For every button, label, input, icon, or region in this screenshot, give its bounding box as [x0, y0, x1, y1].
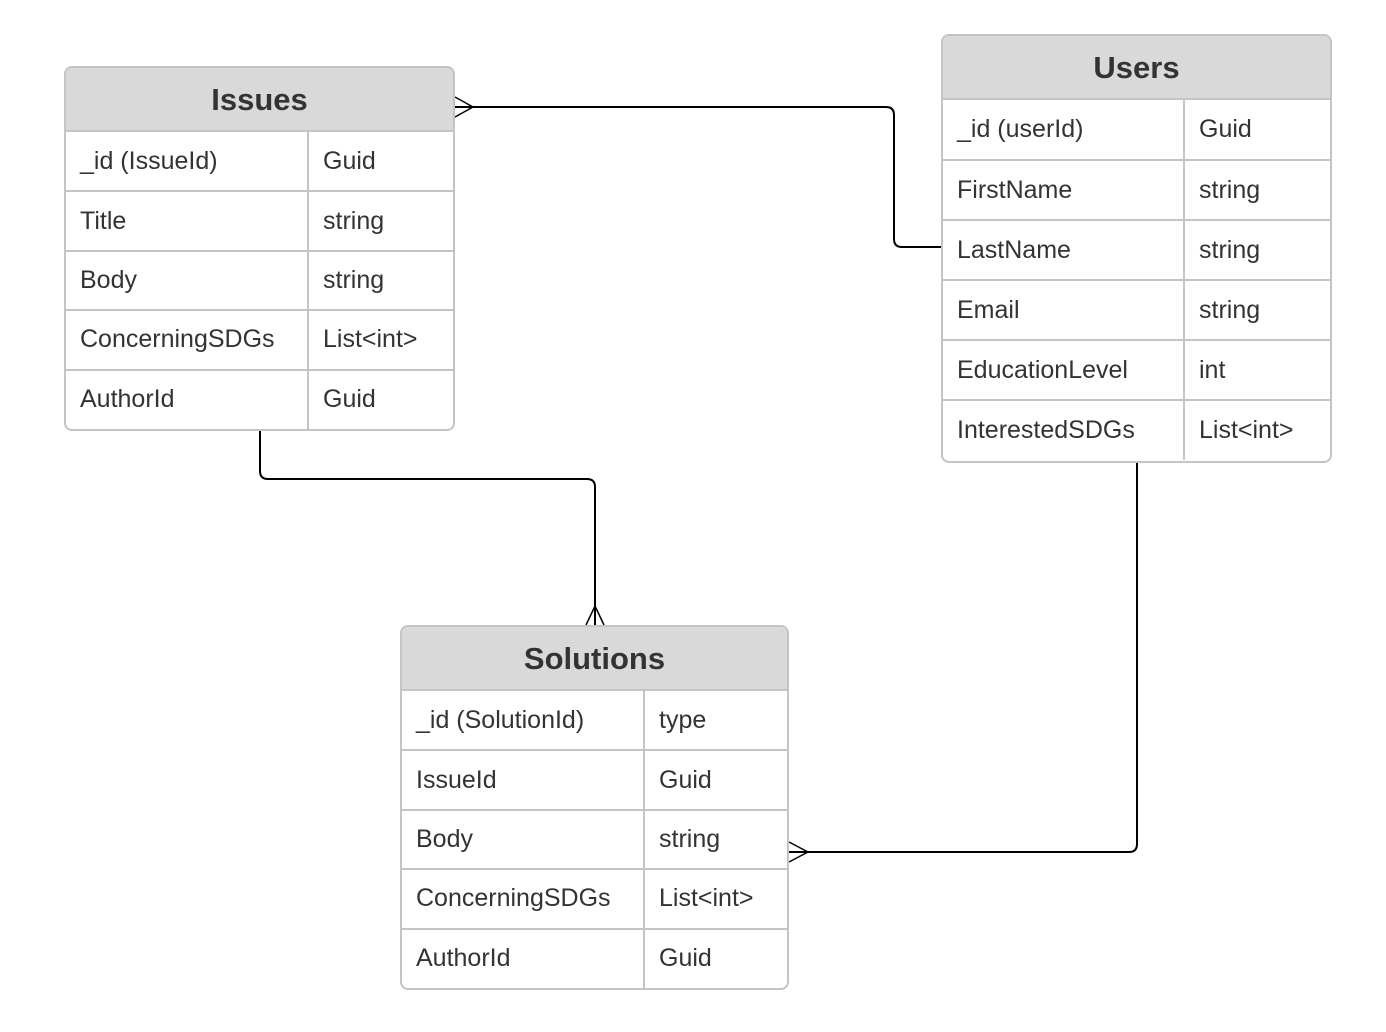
field-row[interactable]: Body string: [402, 809, 787, 871]
field-type: Guid: [323, 385, 376, 414]
field-name: IssueId: [402, 750, 645, 811]
field-name: EducationLevel: [943, 340, 1185, 401]
field-name: ConcerningSDGs: [66, 310, 309, 371]
field-name: Title: [66, 191, 309, 252]
entity-title: Solutions: [402, 627, 787, 691]
field-name: LastName: [943, 220, 1185, 281]
field-type: string: [1184, 220, 1330, 281]
entity-solutions[interactable]: Solutions _id (SolutionId) type IssueId …: [400, 625, 789, 990]
field-type: List<int>: [1199, 416, 1294, 444]
connector-users-solutions: [789, 463, 1138, 853]
field-row[interactable]: Email string: [943, 280, 1330, 341]
field-type: string: [644, 809, 787, 871]
crowfoot-issues-many: [454, 96, 475, 118]
field-row[interactable]: InterestedSDGs List<int>: [943, 400, 1330, 460]
crowfoot-solutions-many-top: [585, 604, 605, 626]
field-name: InterestedSDGs: [943, 400, 1185, 460]
field-name: FirstName: [943, 160, 1185, 221]
field-table: _id (SolutionId) type IssueId Guid Body …: [402, 691, 787, 988]
field-name: Email: [943, 280, 1185, 341]
field-row[interactable]: FirstName string: [943, 160, 1330, 221]
field-row[interactable]: Title string: [66, 191, 453, 252]
field-type: Guid: [308, 132, 453, 193]
field-name: _id (IssueId): [66, 132, 309, 193]
field-type: string: [1184, 280, 1330, 341]
entity-issues[interactable]: Issues _id (IssueId) Guid Title string B…: [64, 66, 455, 431]
entity-title: Issues: [66, 68, 453, 132]
field-name: _id (userId): [943, 100, 1185, 161]
field-row[interactable]: ConcerningSDGs List<int>: [402, 869, 787, 930]
field-row[interactable]: _id (IssueId) Guid: [66, 132, 453, 193]
field-row[interactable]: IssueId Guid: [402, 750, 787, 811]
field-row[interactable]: Body string: [66, 250, 453, 312]
field-type: string: [308, 250, 453, 312]
field-name: Body: [66, 250, 309, 312]
field-name: _id (SolutionId): [402, 691, 645, 752]
field-type: string: [308, 191, 453, 252]
field-name: AuthorId: [402, 928, 645, 988]
field-type: type: [644, 691, 787, 752]
field-row[interactable]: _id (userId) Guid: [943, 100, 1330, 161]
field-row[interactable]: AuthorId Guid: [66, 369, 453, 429]
field-type: Guid: [644, 750, 787, 811]
field-name: ConcerningSDGs: [402, 869, 645, 930]
field-type: List<int>: [644, 869, 787, 930]
field-type: string: [1184, 160, 1330, 221]
field-table: _id (IssueId) Guid Title string Body str…: [66, 132, 453, 429]
field-row[interactable]: EducationLevel int: [943, 340, 1330, 401]
field-name: Body: [402, 809, 645, 871]
field-type: Guid: [659, 944, 712, 973]
field-row[interactable]: _id (SolutionId) type: [402, 691, 787, 752]
field-table: _id (userId) Guid FirstName string LastN…: [943, 100, 1330, 460]
field-row[interactable]: LastName string: [943, 220, 1330, 281]
field-type: Guid: [1184, 100, 1330, 161]
field-row[interactable]: AuthorId Guid: [402, 928, 787, 988]
field-row[interactable]: ConcerningSDGs List<int>: [66, 310, 453, 371]
field-name: AuthorId: [66, 369, 309, 429]
entity-title: Users: [943, 36, 1330, 100]
field-type: int: [1184, 340, 1330, 401]
connector-issues-solutions: [259, 431, 596, 625]
field-type: List<int>: [308, 310, 453, 371]
crowfoot-solutions-many-right: [788, 841, 810, 863]
entity-users[interactable]: Users _id (userId) Guid FirstName string…: [941, 34, 1332, 463]
connector-users-issues: [455, 106, 941, 248]
